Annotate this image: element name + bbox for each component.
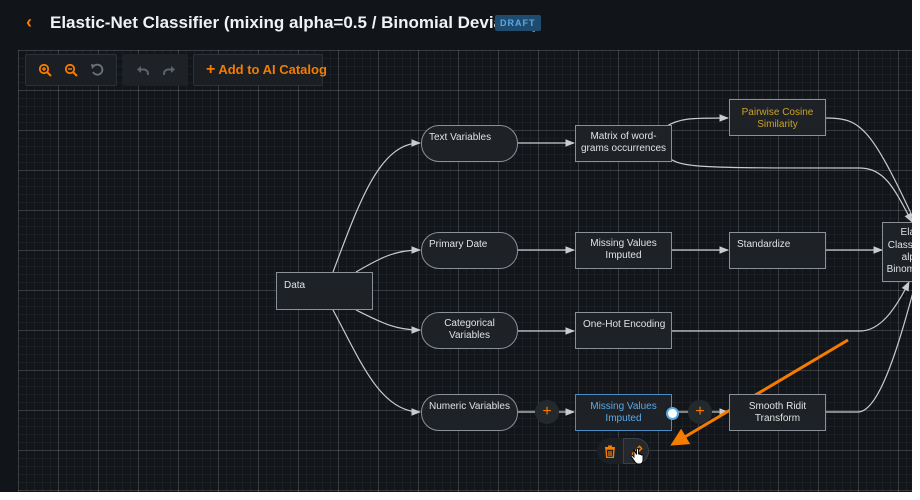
node-label: Primary Date [429, 239, 488, 250]
trash-icon [605, 445, 615, 458]
torn-edge [912, 0, 920, 500]
delete-node-button[interactable] [597, 438, 623, 464]
node-label: Imputed [605, 250, 642, 261]
header: ‹ Elastic-Net Classifier (mixing alpha=0… [0, 0, 920, 50]
page-title: Elastic-Net Classifier (mixing alpha=0.5… [50, 13, 538, 32]
add-node-button[interactable]: + [688, 400, 712, 424]
undo-icon [137, 66, 149, 75]
output-port[interactable] [666, 407, 679, 420]
node-label: One-Hot Encoding [583, 319, 666, 330]
node-label: Missing Values [590, 401, 657, 412]
zoom-in-button[interactable] [32, 57, 58, 83]
zoom-in-icon [38, 63, 52, 77]
reset-button[interactable] [84, 57, 110, 83]
hand-cursor-icon [630, 448, 644, 465]
torn-edge [0, 492, 920, 500]
node-matrix-word-grams[interactable]: Matrix of word-grams occurrences [575, 125, 672, 162]
node-primary-date[interactable]: Primary Date [421, 232, 518, 269]
node-one-hot-encoding[interactable]: One-Hot Encoding [575, 312, 672, 349]
node-label: Standardize [737, 239, 791, 250]
zoom-toolbar [25, 54, 117, 86]
node-label: grams occurrences [580, 143, 667, 154]
draft-badge: DRAFT [495, 15, 541, 31]
undo-button[interactable] [130, 57, 156, 83]
node-label: Binom [886, 264, 915, 275]
node-label: Smooth Ridit [748, 401, 807, 412]
plus-icon: + [206, 61, 216, 78]
zoom-out-button[interactable] [58, 57, 84, 83]
node-data[interactable]: Data [276, 272, 373, 310]
reset-icon [91, 63, 104, 76]
node-text-variables[interactable]: Text Variables [421, 125, 518, 162]
node-label: Missing Values [590, 238, 657, 249]
node-label: Categorical [444, 318, 495, 329]
add-to-ai-catalog-button[interactable]: +Add to AI Catalog [194, 61, 327, 79]
add-to-ai-catalog-label: Add to AI Catalog [218, 62, 327, 77]
history-toolbar [123, 54, 188, 86]
node-label: Ela [900, 227, 915, 238]
node-label: Imputed [605, 413, 642, 424]
node-label: alp [901, 252, 915, 263]
node-label: Numeric Variables [429, 401, 510, 412]
add-to-catalog-toolbar: +Add to AI Catalog [193, 54, 327, 86]
add-node-button[interactable]: + [535, 400, 559, 424]
back-button[interactable]: ‹ [26, 12, 32, 32]
node-label: Data [284, 280, 306, 291]
node-label: Text Variables [429, 132, 492, 143]
node-label: Matrix of word- [590, 131, 657, 142]
node-numeric-variables[interactable]: Numeric Variables [421, 394, 518, 431]
node-standardize[interactable]: Standardize [729, 232, 826, 269]
zoom-out-icon [64, 63, 78, 77]
node-label: Transform [754, 413, 801, 424]
node-label: Variables [449, 330, 490, 341]
node-label: Similarity [757, 119, 798, 130]
node-label: Pairwise Cosine [741, 107, 814, 118]
redo-button[interactable] [156, 57, 182, 83]
redo-icon [163, 66, 175, 75]
node-label: Classi [887, 240, 915, 251]
